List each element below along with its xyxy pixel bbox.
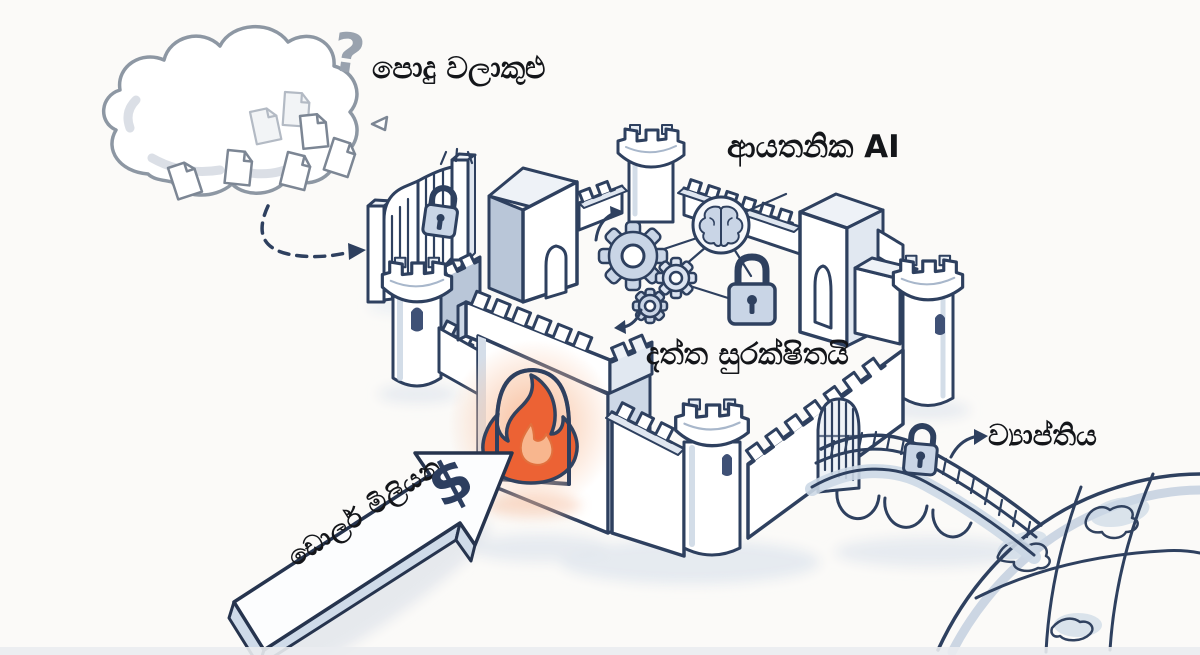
enterprise-ai-label: ආයතනික AI xyxy=(727,129,900,165)
ai-network xyxy=(594,192,788,334)
expansion-label: ව්‍යාප්තිය xyxy=(988,418,1097,452)
cycle-arrow-icon xyxy=(594,206,643,334)
brain-icon xyxy=(691,195,751,255)
drawbridge-icon xyxy=(805,423,1043,564)
square-tower-icon xyxy=(487,166,579,304)
public-cloud-icon xyxy=(101,25,389,201)
expansion-arrow-icon xyxy=(949,429,988,459)
padlock-icon xyxy=(902,423,939,477)
data-secure-label: දත්ත සුරක්ෂිතයි xyxy=(646,337,849,372)
round-tower-icon xyxy=(616,123,686,224)
gear-icon xyxy=(631,287,669,325)
castle-front-right xyxy=(605,348,905,558)
gear-icon xyxy=(597,220,669,292)
padlock-icon xyxy=(421,185,459,239)
money-arrow-icon xyxy=(227,451,514,655)
gear-icon xyxy=(654,256,698,300)
round-tower-icon xyxy=(674,397,750,557)
round-tower-icon xyxy=(380,256,454,388)
document-icon xyxy=(223,148,255,187)
ground-shadows xyxy=(220,297,1025,655)
page-edge xyxy=(0,647,1200,655)
public-cloud-label: පොදු වලාකුළු xyxy=(372,51,546,86)
locked-gate-icon xyxy=(366,147,477,304)
dashed-path-arrow-icon xyxy=(260,204,366,260)
globe-icon xyxy=(936,472,1200,655)
debris-icon xyxy=(370,115,389,132)
castle-icon xyxy=(487,123,965,407)
padlock-icon xyxy=(727,253,777,326)
